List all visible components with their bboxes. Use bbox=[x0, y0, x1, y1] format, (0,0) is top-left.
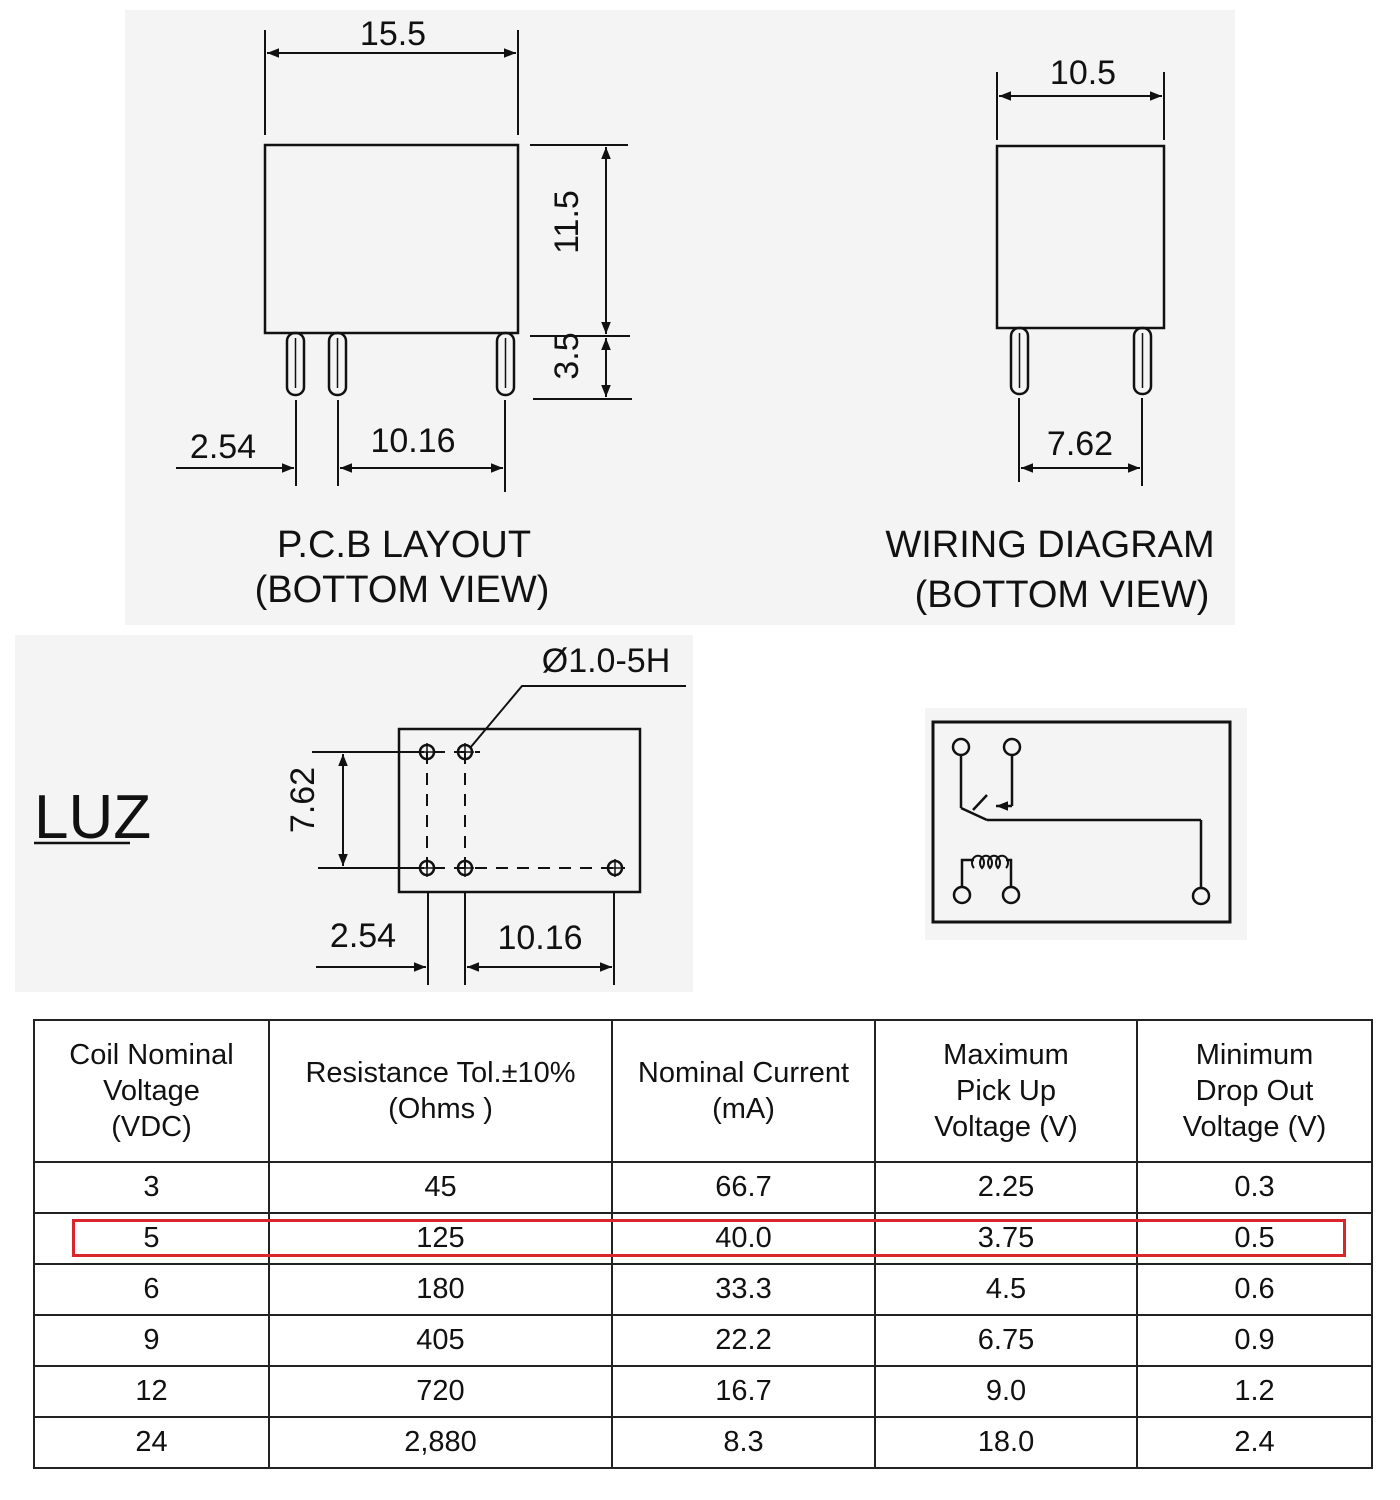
cell-dropout: 0.3 bbox=[1136, 1161, 1373, 1214]
header-dropout-voltage: Minimum Drop Out Voltage (V) bbox=[1136, 1019, 1373, 1163]
footprint-row-spacing-dim: 7.62 bbox=[284, 767, 322, 833]
pcb-hole bbox=[606, 859, 624, 877]
cell-current: 66.7 bbox=[611, 1161, 876, 1214]
pcb-hole bbox=[456, 859, 474, 877]
footprint-view bbox=[312, 685, 686, 985]
cell-current: 16.7 bbox=[611, 1365, 876, 1418]
wiring-diagram-view bbox=[995, 72, 1166, 486]
pcb-pin-length-dim: 3.5 bbox=[548, 332, 586, 379]
cell-current: 40.0 bbox=[611, 1212, 876, 1265]
wiring-caption-line2: (BOTTOM VIEW) bbox=[915, 574, 1210, 616]
footprint-panel bbox=[15, 635, 693, 992]
header-nominal-current: Nominal Current (mA) bbox=[611, 1019, 876, 1163]
pin bbox=[327, 331, 348, 397]
pin bbox=[495, 331, 516, 397]
cell-resistance: 2,880 bbox=[268, 1416, 613, 1469]
cell-voltage: 9 bbox=[33, 1314, 270, 1367]
table-header-row: Coil Nominal Voltage (VDC) Resistance To… bbox=[33, 1019, 1373, 1163]
relay-body-side bbox=[263, 143, 520, 335]
coil-icon bbox=[971, 854, 1009, 870]
wiring-width-dim: 10.5 bbox=[1050, 54, 1116, 92]
table-row: 6 180 33.3 4.5 0.6 bbox=[33, 1263, 1373, 1316]
cell-pickup: 2.25 bbox=[874, 1161, 1138, 1214]
footprint-pitch-a-dim: 2.54 bbox=[330, 917, 396, 955]
cell-voltage: 5 bbox=[33, 1212, 270, 1265]
table-row-highlighted: 5 125 40.0 3.75 0.5 bbox=[33, 1212, 1373, 1265]
cell-resistance: 405 bbox=[268, 1314, 613, 1367]
pin bbox=[1132, 326, 1153, 396]
cell-dropout: 0.9 bbox=[1136, 1314, 1373, 1367]
header-coil-voltage: Coil Nominal Voltage (VDC) bbox=[33, 1019, 270, 1163]
schematic-panel bbox=[925, 708, 1247, 940]
pcb-pitch-b-dim: 10.16 bbox=[370, 422, 455, 460]
relay-schematic bbox=[931, 720, 1232, 924]
cell-voltage: 12 bbox=[33, 1365, 270, 1418]
pcb-width-dim: 15.5 bbox=[360, 15, 426, 53]
hole-spec-label: Ø1.0-5H bbox=[542, 642, 671, 680]
cell-resistance: 180 bbox=[268, 1263, 613, 1316]
relay-body-end bbox=[995, 144, 1166, 330]
cell-dropout: 0.5 bbox=[1136, 1212, 1373, 1265]
terminal-icon bbox=[1001, 885, 1021, 905]
cell-current: 22.2 bbox=[611, 1314, 876, 1367]
coil-leads bbox=[960, 858, 1013, 887]
cell-dropout: 1.2 bbox=[1136, 1365, 1373, 1418]
pin bbox=[1009, 326, 1030, 396]
pcb-pitch-a-dim: 2.54 bbox=[190, 428, 256, 466]
model-label: LUZ bbox=[34, 783, 151, 852]
cell-pickup: 18.0 bbox=[874, 1416, 1138, 1469]
pcb-layout-view bbox=[176, 30, 632, 492]
header-resistance: Resistance Tol.±10% (Ohms ) bbox=[268, 1019, 613, 1163]
cell-current: 33.3 bbox=[611, 1263, 876, 1316]
terminal-icon bbox=[952, 885, 972, 905]
cell-dropout: 2.4 bbox=[1136, 1416, 1373, 1469]
cell-resistance: 720 bbox=[268, 1365, 613, 1418]
wiring-pin-spacing-dim: 7.62 bbox=[1047, 425, 1113, 463]
terminal-icon bbox=[1191, 886, 1211, 906]
cell-pickup: 3.75 bbox=[874, 1212, 1138, 1265]
table-row: 24 2,880 8.3 18.0 2.4 bbox=[33, 1416, 1373, 1469]
schematic-frame bbox=[931, 720, 1232, 924]
cell-voltage: 3 bbox=[33, 1161, 270, 1214]
footprint-outline bbox=[397, 727, 642, 894]
coil-spec-table: Coil Nominal Voltage (VDC) Resistance To… bbox=[33, 1019, 1373, 1469]
cell-dropout: 0.6 bbox=[1136, 1263, 1373, 1316]
table-row: 12 720 16.7 9.0 1.2 bbox=[33, 1365, 1373, 1418]
cell-resistance: 125 bbox=[268, 1212, 613, 1265]
cell-voltage: 6 bbox=[33, 1263, 270, 1316]
pcb-height-dim: 11.5 bbox=[548, 190, 586, 254]
footprint-pitch-b-dim: 10.16 bbox=[497, 919, 582, 957]
cell-resistance: 45 bbox=[268, 1161, 613, 1214]
terminal-icon bbox=[1002, 737, 1022, 757]
cell-current: 8.3 bbox=[611, 1416, 876, 1469]
pcb-hole bbox=[456, 743, 474, 761]
pcb-caption-line1: P.C.B LAYOUT bbox=[277, 524, 531, 566]
pcb-caption-line2: (BOTTOM VIEW) bbox=[255, 569, 550, 611]
header-pickup-voltage: Maximum Pick Up Voltage (V) bbox=[874, 1019, 1138, 1163]
cell-pickup: 9.0 bbox=[874, 1365, 1138, 1418]
cell-pickup: 4.5 bbox=[874, 1263, 1138, 1316]
wiring-caption-line1: WIRING DIAGRAM bbox=[885, 524, 1214, 566]
pin bbox=[285, 331, 306, 397]
table-row: 9 405 22.2 6.75 0.9 bbox=[33, 1314, 1373, 1367]
relay-drawing: 15.5 11.5 3.5 2.54 10.16 P.C.B LAYOUT (B… bbox=[34, 15, 1232, 985]
cell-voltage: 24 bbox=[33, 1416, 270, 1469]
table-row: 3 45 66.7 2.25 0.3 bbox=[33, 1161, 1373, 1214]
cell-pickup: 6.75 bbox=[874, 1314, 1138, 1367]
terminal-icon bbox=[951, 737, 971, 757]
top-drawing-panel bbox=[125, 10, 1235, 625]
